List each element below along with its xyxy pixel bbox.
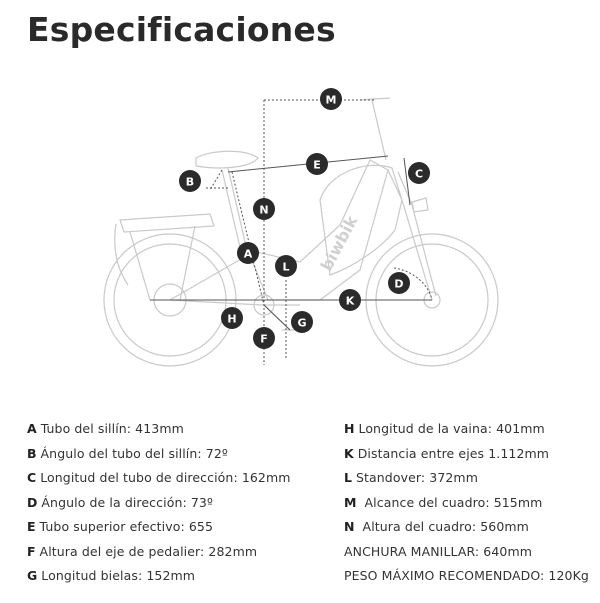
bike-outline — [103, 97, 499, 367]
rear-rack — [119, 213, 215, 233]
dim-C — [403, 157, 411, 206]
stem — [371, 99, 387, 161]
svg-text:M: M — [326, 94, 337, 107]
svg-text:K: K — [346, 295, 355, 308]
marker-C: C — [408, 162, 430, 184]
marker-H: H — [221, 307, 243, 329]
dim-A — [231, 171, 265, 306]
spec-M: M Alcance del cuadro: 515mm — [344, 495, 543, 510]
svg-text:H: H — [227, 313, 236, 326]
svg-text:N: N — [259, 204, 268, 217]
marker-A: A — [237, 242, 259, 264]
marker-K: K — [339, 289, 361, 311]
marker-F: F — [253, 327, 275, 349]
saddle — [195, 150, 259, 169]
svg-text:A: A — [244, 248, 253, 261]
marker-M: M — [320, 88, 342, 110]
spec-max-weight: PESO MÁXIMO RECOMENDADO: 120Kg — [344, 568, 589, 583]
marker-E: E — [306, 153, 328, 175]
frame — [247, 159, 389, 301]
marker-N: N — [253, 198, 275, 220]
svg-text:E: E — [313, 159, 321, 172]
chainstay — [169, 299, 300, 306]
marker-L: L — [275, 255, 297, 277]
spec-handlebar-width: ANCHURA MANILLAR: 640mm — [344, 544, 533, 559]
svg-text:L: L — [282, 261, 289, 274]
svg-text:C: C — [415, 168, 423, 181]
marker-B: B — [179, 170, 201, 192]
svg-text:B: B — [186, 176, 194, 189]
spec-N: N Altura del cuadro: 560mm — [344, 519, 529, 534]
page-title: Especificaciones — [27, 10, 336, 49]
marker-G: G — [291, 311, 313, 333]
svg-text:F: F — [260, 333, 268, 346]
dim-G — [263, 304, 291, 331]
bike-geometry-diagram: biwbik M E C B N A L D K H G F — [103, 88, 499, 367]
dim-B — [209, 169, 223, 191]
svg-text:G: G — [297, 317, 306, 330]
dimension-lines — [150, 99, 433, 365]
fork — [387, 169, 433, 301]
marker-D: D — [388, 272, 410, 294]
crank-spindle — [253, 294, 275, 316]
dim-D — [393, 267, 433, 301]
svg-text:D: D — [394, 278, 403, 291]
